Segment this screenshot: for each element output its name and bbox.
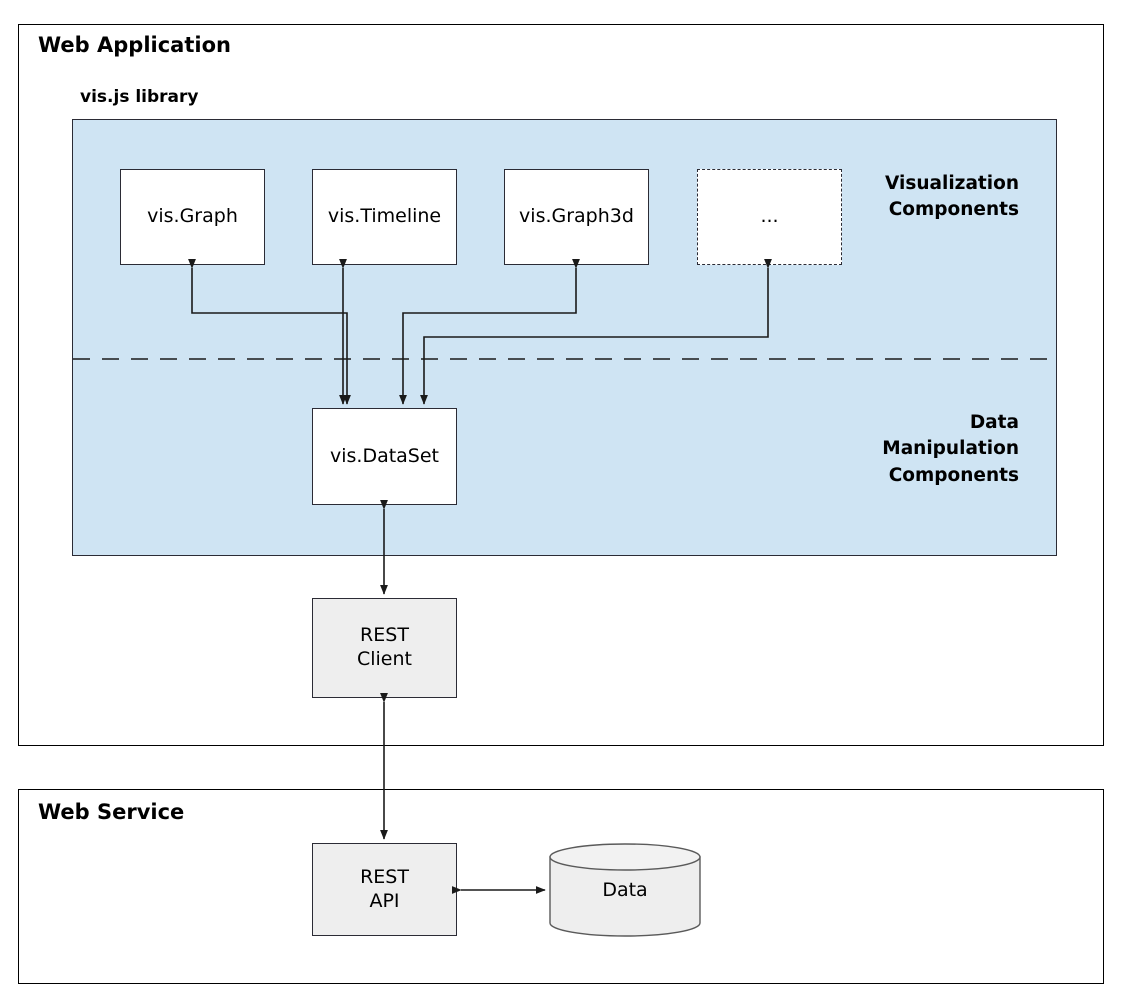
cylinder-icon (549, 843, 701, 937)
node-more-components[interactable]: ... (697, 169, 842, 265)
node-data-store[interactable]: Data (549, 843, 701, 937)
rest-client-line2: Client (356, 648, 412, 670)
library-title: vis.js library (80, 87, 199, 107)
node-rest-api-label: REST API (360, 866, 409, 914)
node-rest-api[interactable]: REST API (312, 843, 457, 936)
node-rest-client-label: REST Client (357, 624, 412, 672)
node-vis-dataset[interactable]: vis.DataSet (312, 408, 457, 505)
group-label-data-manipulation-components: Data Manipulation Components (882, 412, 1019, 486)
node-rest-client[interactable]: REST Client (312, 598, 457, 698)
node-vis-timeline[interactable]: vis.Timeline (312, 169, 457, 265)
container-title-web-application: Web Application (38, 33, 231, 57)
rest-api-line1: REST (360, 865, 409, 888)
rest-api-line2: API (369, 889, 400, 912)
rest-client-line1: REST (360, 624, 409, 647)
container-title-web-service: Web Service (38, 800, 185, 824)
group-label-visualization-components: Visualization Components (885, 173, 1019, 221)
node-vis-graph3d[interactable]: vis.Graph3d (504, 169, 649, 265)
node-vis-graph[interactable]: vis.Graph (120, 169, 265, 265)
